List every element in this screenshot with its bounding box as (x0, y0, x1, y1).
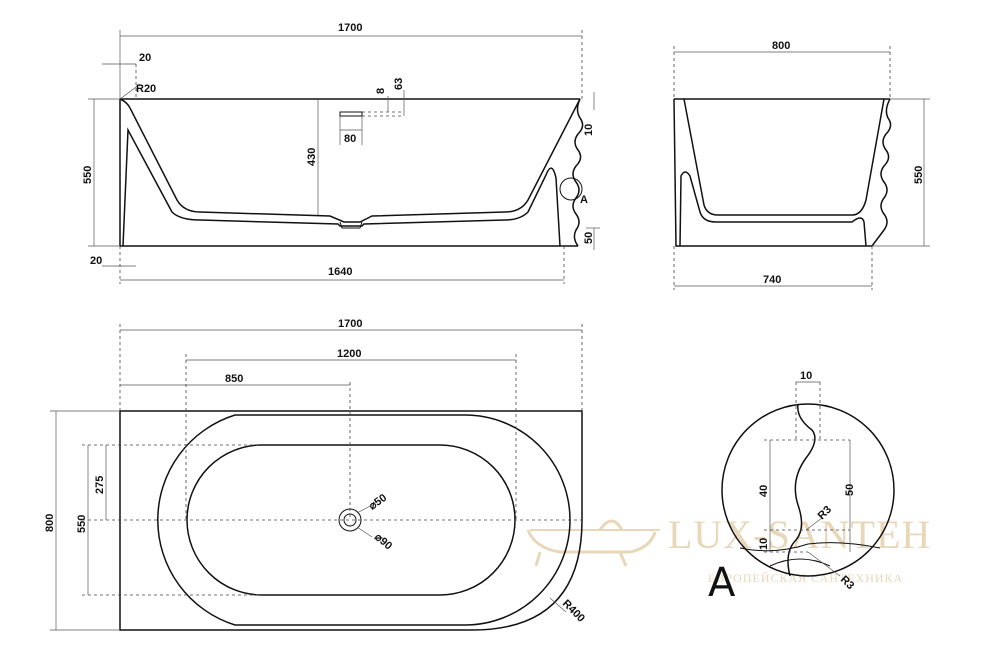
side-rim-edge-dim: 20 (139, 52, 151, 64)
detail-label: A (708, 560, 736, 606)
plan-drain-half: 275 (94, 476, 106, 494)
drain-diameter: ⌀50 (367, 492, 389, 513)
end-height-dim: 550 (913, 166, 925, 184)
plan-width-dim: 800 (44, 514, 56, 532)
plan-inner-length: 1200 (337, 348, 361, 360)
plan-length-dim: 1700 (338, 318, 362, 330)
detail-right-dim: 50 (844, 484, 856, 496)
side-rim-thickness: 10 (583, 124, 595, 136)
side-length-dim: 1700 (338, 22, 362, 34)
plan-inner-width: 550 (76, 515, 88, 533)
side-rim-radius: R20 (136, 83, 156, 95)
overflow-dim-b: 63 (393, 78, 405, 90)
detail-bottom-dim: 10 (758, 538, 770, 550)
end-view: 800 550 740 (673, 40, 930, 290)
side-height-dim: 550 (82, 166, 94, 184)
side-plinth-dim: 50 (583, 232, 595, 244)
side-depth-dim: 430 (306, 148, 318, 166)
end-base-dim: 740 (763, 274, 781, 286)
plan-view: ⌀50 ⌀90 1700 1200 850 800 550 275 R400 (44, 318, 587, 631)
side-base-offset: 20 (90, 255, 102, 267)
overflow-width-dim: 80 (344, 133, 356, 145)
watermark-tagline: ЕВРОПЕЙСКАЯ САНТЕХНИКА (708, 571, 903, 585)
plan-corner-radius: R400 (560, 598, 587, 625)
bathtub-logo-icon (526, 519, 660, 567)
drain-outer-diameter: ⌀90 (372, 531, 394, 552)
end-width-dim: 800 (772, 40, 790, 52)
side-detail-label: A (580, 194, 588, 206)
detail-top-dim: 10 (800, 370, 812, 382)
side-base-length: 1640 (328, 266, 352, 278)
side-view: A 1700 20 R20 8 63 10 550 430 80 (82, 22, 600, 284)
plan-drain-offset: 850 (225, 373, 243, 385)
overflow-dim-a: 8 (375, 88, 387, 94)
detail-left-dim: 40 (758, 485, 770, 497)
